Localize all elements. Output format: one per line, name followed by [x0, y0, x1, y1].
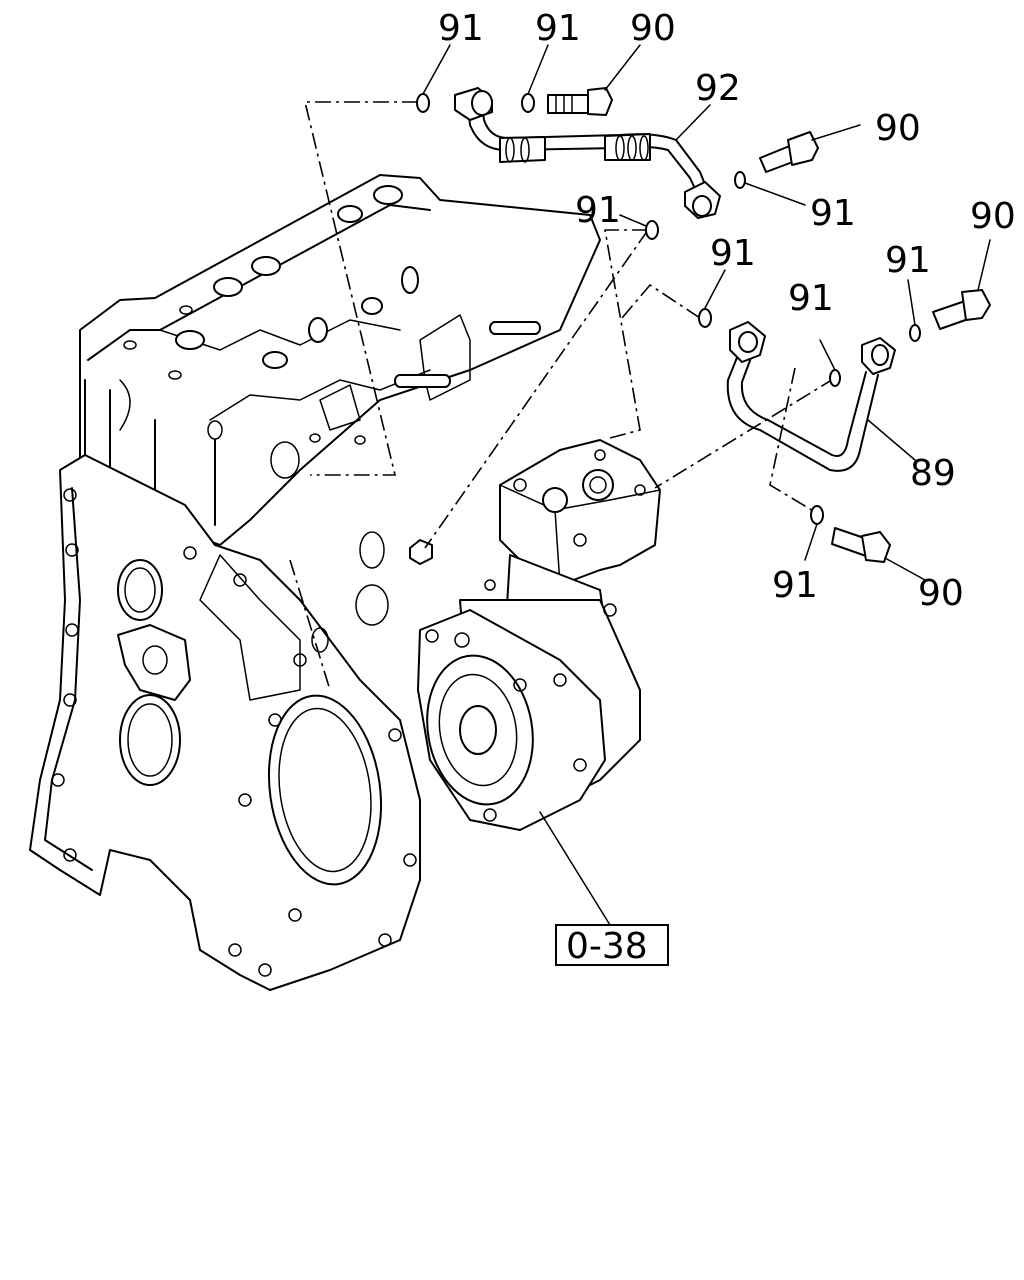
- callout-labels: 91 91 90 92 90 91 91 90 91 91 91 91 89 9…: [438, 8, 1016, 614]
- callout-bolt-90-d: 90: [918, 573, 964, 614]
- callout-washer-91-d: 91: [810, 193, 856, 234]
- callout-pipe-92: 92: [695, 68, 741, 109]
- oil-pipe-89: [726, 321, 896, 472]
- compressor-assembly: [417, 439, 661, 831]
- callout-washer-91-e: 91: [710, 233, 756, 274]
- leader-lines: [422, 44, 991, 926]
- dowel-pins: [394, 321, 541, 388]
- reference-label: 0-38: [566, 926, 648, 967]
- callout-bolt-90-b: 90: [875, 108, 921, 149]
- callout-washer-91-c: 91: [575, 190, 621, 231]
- reference-box: 0-38: [555, 924, 669, 967]
- callout-pipe-89: 89: [910, 453, 956, 494]
- callout-washer-91-b: 91: [535, 8, 581, 49]
- front-plate: [29, 454, 421, 991]
- callout-washer-91-g: 91: [788, 278, 834, 319]
- callout-bolt-90-a: 90: [630, 8, 676, 49]
- callout-washer-91-f: 91: [885, 240, 931, 281]
- assembly-lines: [289, 101, 836, 691]
- washers: [416, 93, 921, 525]
- callout-washer-91-a: 91: [438, 8, 484, 49]
- cylinder-head: [79, 174, 601, 546]
- callout-bolt-90-c: 90: [970, 196, 1016, 237]
- banjo-bolts: [547, 87, 991, 563]
- callout-washer-91-h: 91: [772, 565, 818, 606]
- plate-bolt-holes: [51, 488, 417, 977]
- oil-pipe-92: [454, 87, 721, 219]
